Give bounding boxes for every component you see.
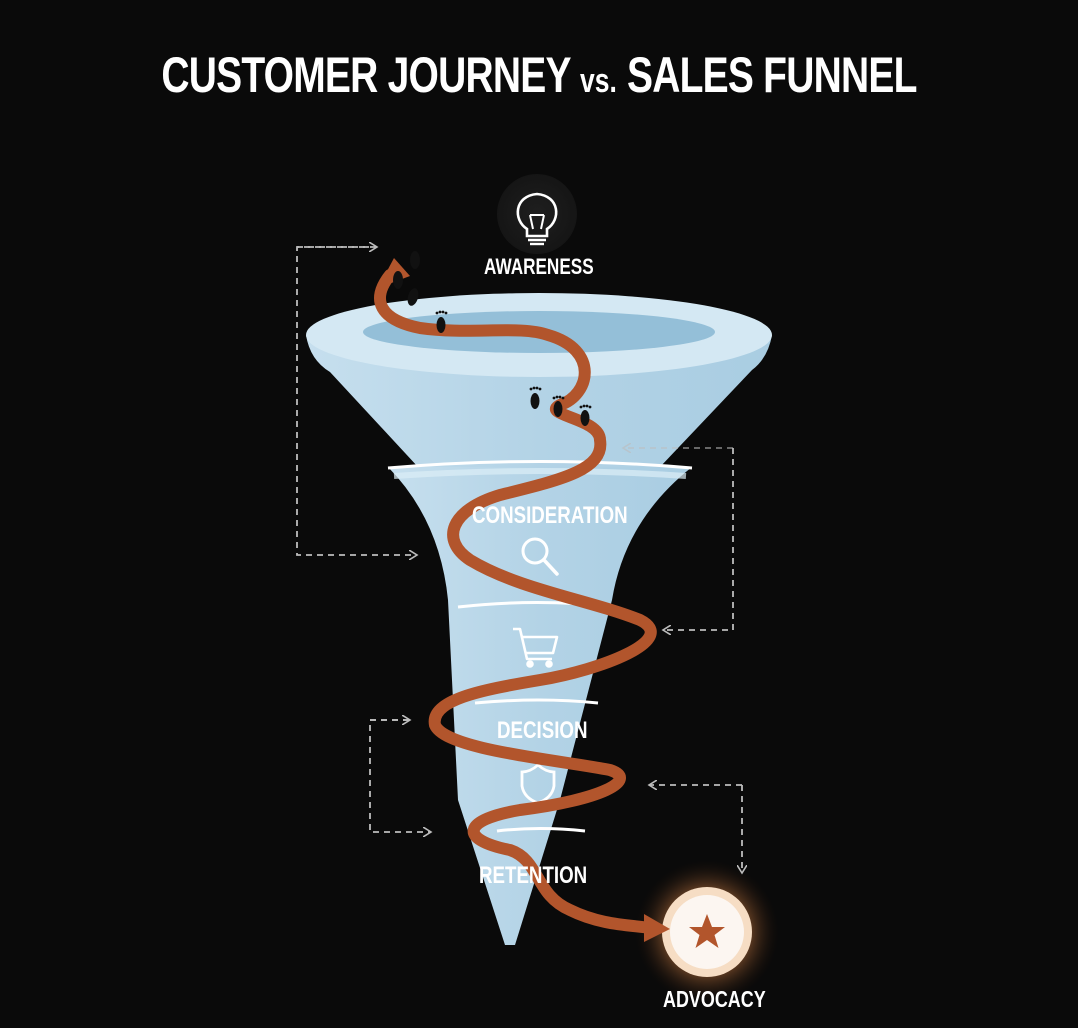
funnel xyxy=(306,293,772,945)
journey-path xyxy=(374,258,670,942)
band-consideration xyxy=(387,460,693,470)
title-customer-journey: CUSTOMER JOURNEY xyxy=(161,47,570,103)
band-retention xyxy=(496,827,586,833)
stage-label-advocacy: ADVOCACY xyxy=(663,986,766,1012)
stage-label-consideration: CONSIDERATION xyxy=(472,502,628,529)
feedback-loop-right-top xyxy=(664,448,734,630)
title-sales-funnel: SALES FUNNEL xyxy=(626,47,917,103)
band-decision xyxy=(474,698,599,705)
stage-label-awareness: AWARENESS xyxy=(484,254,594,279)
magnifier-icon xyxy=(521,537,559,576)
page-title: CUSTOMER JOURNEY vs. SALES FUNNEL xyxy=(119,42,960,114)
shopping-cart-icon xyxy=(513,627,559,668)
lightbulb-icon xyxy=(497,174,577,254)
stage-label-retention: RETENTION xyxy=(479,862,588,889)
feedback-loop-left-top xyxy=(296,246,416,555)
footprint-icons xyxy=(393,251,592,426)
title-vs: vs. xyxy=(580,62,617,100)
advocacy-badge xyxy=(635,860,779,1004)
star-icon xyxy=(689,914,725,948)
feedback-loops xyxy=(296,246,742,872)
stage-label-decision: DECISION xyxy=(497,717,588,744)
feedback-loop-left-bottom xyxy=(369,719,430,832)
